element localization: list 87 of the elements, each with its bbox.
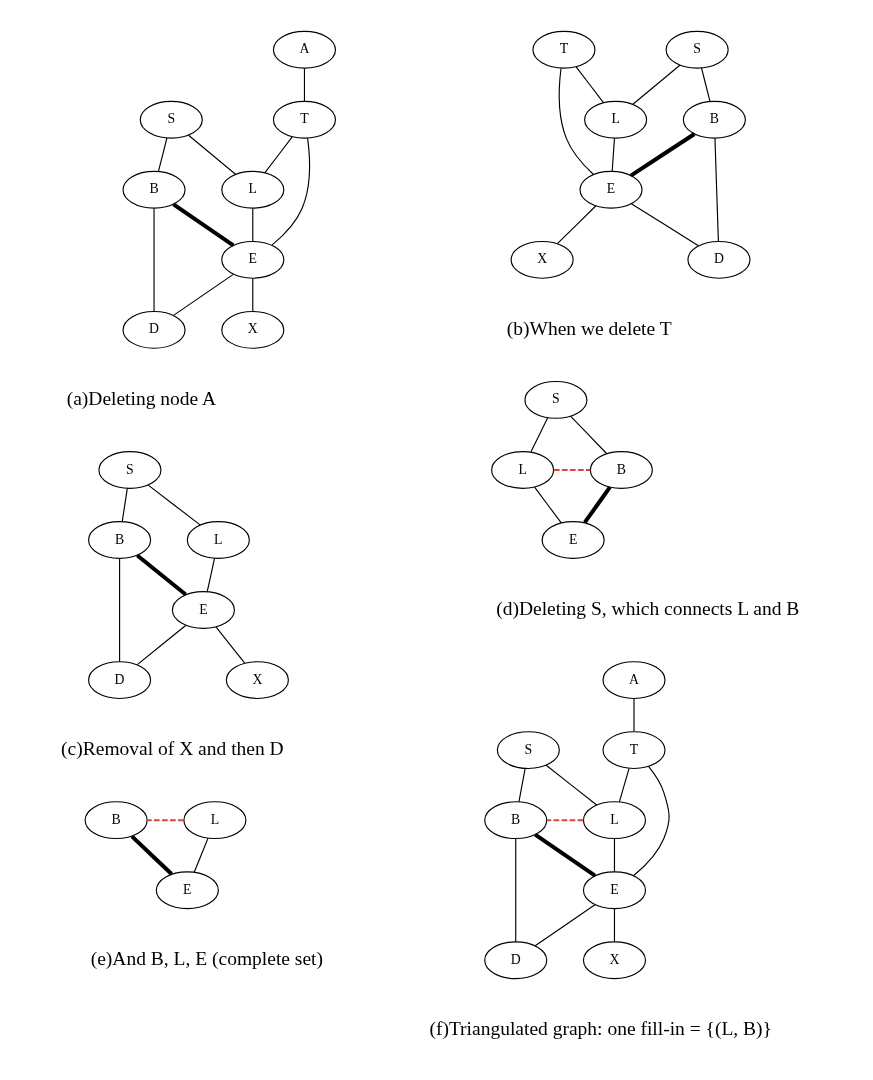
connector: [157, 137, 168, 172]
node-ellipse: D: [88, 661, 152, 700]
node-ellipse: X: [510, 240, 574, 279]
node-ellipse: B: [484, 801, 548, 840]
connector: [172, 202, 235, 247]
connector: [630, 203, 699, 247]
connector: [188, 134, 237, 175]
connector: [613, 908, 616, 943]
node-ellipse: B: [88, 521, 152, 559]
label: (a)Deleting node A: [66, 387, 217, 409]
node-ellipse: S: [98, 451, 162, 489]
node-ellipse: B: [589, 451, 653, 489]
node-ellipse: B: [122, 170, 186, 209]
connector: [714, 137, 719, 242]
connector: [618, 767, 630, 803]
connector: [553, 468, 591, 471]
node-ellipse: E: [171, 591, 235, 629]
connector: [172, 273, 234, 316]
node-ellipse: S: [496, 731, 560, 770]
node-ellipse: A: [602, 661, 666, 700]
node-ellipse: L: [183, 801, 247, 840]
connector: [611, 137, 615, 172]
connector: [193, 837, 209, 873]
connector: [546, 819, 584, 822]
connector: [153, 207, 155, 312]
connector: [215, 626, 246, 664]
node-ellipse: D: [122, 310, 186, 349]
connector: [613, 838, 616, 872]
node-ellipse: X: [582, 941, 647, 980]
node-ellipse: T: [272, 100, 337, 139]
connector: [252, 207, 254, 242]
connector: [534, 486, 562, 524]
node-ellipse: E: [579, 170, 643, 209]
label: (f)Triangulated graph: one fill-in = {(L, B)}: [429, 1017, 772, 1039]
node-ellipse: S: [139, 100, 203, 139]
connector: [558, 67, 594, 175]
node-ellipse: A: [272, 30, 337, 69]
connector: [534, 904, 596, 947]
node-ellipse: L: [582, 801, 647, 840]
node-ellipse: X: [225, 661, 289, 700]
connector: [518, 768, 526, 803]
connector: [136, 553, 187, 597]
node-ellipse: L: [186, 521, 250, 559]
node-ellipse: X: [221, 310, 285, 349]
connector: [583, 486, 612, 524]
node-ellipse: E: [155, 871, 219, 910]
node-ellipse: T: [532, 30, 596, 69]
node-ellipse: S: [665, 30, 729, 69]
label: (b)When we delete T: [506, 317, 672, 339]
connector: [570, 415, 608, 455]
connector: [264, 136, 293, 174]
label: (e)And B, L, E (complete set): [90, 947, 324, 969]
connector: [206, 557, 216, 593]
node-ellipse: L: [221, 170, 285, 209]
node-ellipse: E: [541, 521, 605, 559]
connector: [147, 484, 201, 526]
node-ellipse: E: [582, 871, 647, 910]
connector: [545, 764, 598, 806]
node-ellipse: E: [221, 240, 285, 279]
connector: [629, 132, 696, 178]
connector: [632, 64, 681, 105]
connector: [700, 67, 711, 102]
label: (d)Deleting S, which connects L and B: [496, 597, 800, 619]
node-ellipse: D: [484, 941, 548, 980]
node-ellipse: B: [682, 100, 746, 139]
connector: [136, 624, 187, 666]
connector: [575, 66, 605, 104]
node-ellipse: L: [584, 100, 648, 139]
connector: [633, 698, 635, 732]
connector: [271, 137, 311, 246]
connector: [147, 819, 184, 822]
connector: [530, 417, 549, 453]
connector: [130, 834, 173, 876]
connector: [556, 205, 597, 245]
node-ellipse: D: [687, 240, 751, 279]
connector: [121, 487, 128, 522]
label: (c)Removal of X and then D: [61, 737, 284, 759]
node-ellipse: L: [491, 451, 555, 489]
node-ellipse: S: [524, 380, 588, 419]
connector: [119, 558, 121, 663]
connector: [303, 67, 306, 102]
connector: [252, 277, 254, 312]
connector: [515, 838, 517, 943]
connector: [534, 833, 597, 878]
connector: [633, 765, 670, 877]
node-ellipse: T: [602, 731, 666, 770]
node-ellipse: B: [84, 801, 148, 840]
